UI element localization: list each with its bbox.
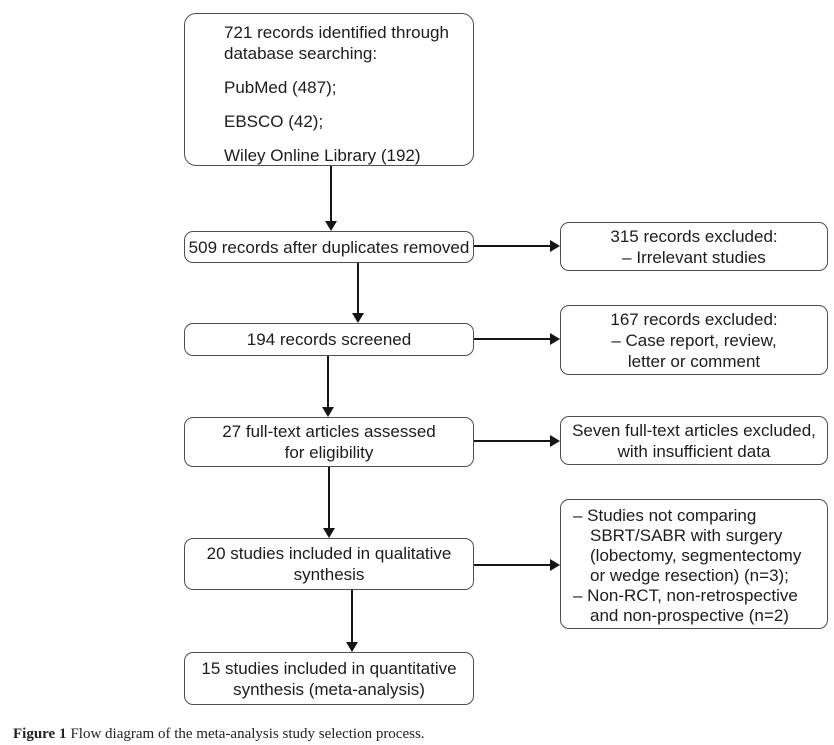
text-line: synthesis: [293, 565, 365, 584]
text-line: 27 full-text articles assessed: [222, 422, 436, 441]
text-line: – Irrelevant studies: [622, 247, 766, 267]
figure-caption-text: Flow diagram of the meta-analysis study …: [70, 726, 425, 742]
text-line: database searching:: [224, 44, 378, 63]
box-records-identified-body: 721 records identified through database …: [185, 14, 473, 166]
figure-caption-label: Figure 1: [13, 726, 67, 742]
source-pubmed: PubMed (487);: [224, 78, 337, 97]
arrow-line-fulltext-to-qualitative: [328, 467, 330, 529]
text-line: 20 studies included in qualitative: [206, 544, 452, 563]
arrow-down-icon: [323, 528, 335, 538]
box-records-identified: 721 records identified through database …: [184, 13, 474, 166]
source-ebsco: EBSCO (42);: [224, 112, 324, 131]
text-line: or wedge resection) (n=3);: [590, 566, 789, 585]
text-line: 315 records excluded:: [610, 226, 778, 246]
text-line: 167 records excluded:: [610, 309, 778, 329]
box-qualitative-synthesis: 20 studies included in qualitative synth…: [184, 538, 474, 590]
text-line: 15 studies included in quantitative: [201, 658, 457, 678]
arrow-down-icon: [352, 313, 364, 323]
arrow-right-icon: [550, 240, 560, 252]
text-line: and non-prospective (n=2): [590, 606, 789, 625]
text-line: 194 records screened: [246, 330, 412, 349]
text-line: synthesis (meta-analysis): [233, 679, 425, 699]
arrow-line-identification-to-duplicates: [330, 166, 332, 223]
box-excluded-not-comparing: – Studies not comparing SBRT/SABR with s…: [560, 499, 828, 629]
text-line: Seven full-text articles excluded,: [572, 420, 816, 440]
arrow-down-icon: [322, 407, 334, 417]
arrow-line-qualitative-to-excluded: [474, 564, 551, 566]
text-line: with insufficient data: [617, 441, 771, 461]
box-quantitative-synthesis: 15 studies included in quantitative synt…: [184, 652, 474, 705]
arrow-line-fulltext-to-excluded: [474, 440, 551, 442]
source-wiley: Wiley Online Library (192): [224, 146, 421, 165]
arrow-down-icon: [346, 642, 358, 652]
arrow-down-icon: [325, 221, 337, 231]
arrow-line-duplicates-to-screened: [357, 263, 359, 314]
box-excluded-irrelevant: 315 records excluded: – Irrelevant studi…: [560, 222, 828, 271]
arrow-right-icon: [550, 333, 560, 345]
text-line: – Case report, review,: [611, 330, 777, 350]
text-line: SBRT/SABR with surgery: [590, 526, 783, 545]
text-line: (lobectomy, segmentectomy: [590, 546, 802, 565]
text-line: – Non-RCT, non-retrospective: [573, 586, 798, 605]
text-line: for eligibility: [284, 443, 374, 462]
box-excluded-not-comparing-body: – Studies not comparing SBRT/SABR with s…: [561, 500, 827, 626]
text-line: 509 records after duplicates removed: [188, 237, 470, 257]
text-line: – Studies not comparing: [573, 506, 757, 525]
arrow-line-duplicates-to-excluded: [474, 245, 551, 247]
box-records-screened: 194 records screened: [184, 323, 474, 356]
text-line: 721 records identified through: [224, 23, 449, 42]
arrow-line-qualitative-to-quantitative: [351, 590, 353, 643]
text-line: letter or comment: [627, 351, 761, 371]
box-duplicates-removed: 509 records after duplicates removed: [184, 231, 474, 263]
arrow-line-screened-to-excluded: [474, 338, 551, 340]
box-excluded-insufficient-data: Seven full-text articles excluded, with …: [560, 416, 828, 465]
arrow-line-screened-to-fulltext: [327, 356, 329, 408]
arrow-right-icon: [550, 435, 560, 447]
box-fulltext-assessed: 27 full-text articles assessed for eligi…: [184, 417, 474, 467]
box-excluded-case-reports: 167 records excluded: – Case report, rev…: [560, 305, 828, 375]
arrow-right-icon: [550, 559, 560, 571]
